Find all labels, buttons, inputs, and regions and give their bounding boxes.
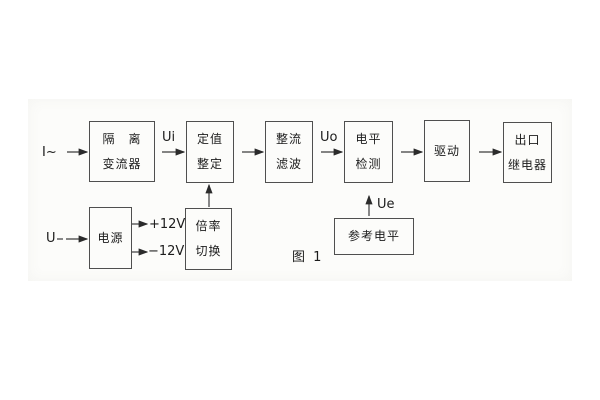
block-label: 检测	[355, 157, 382, 171]
input-current-label: I~	[42, 145, 57, 160]
block-power-supply: 电源	[89, 207, 132, 269]
block-output-relay: 出口 继电器	[503, 122, 552, 183]
block-label: 滤波	[275, 157, 302, 171]
block-label: 倍率	[195, 219, 222, 233]
block-label: 参考电平	[347, 229, 400, 243]
block-drive: 驱动	[424, 120, 470, 182]
block-reference-level: 参考电平	[334, 218, 414, 255]
block-ratio-switch: 倍率 切换	[185, 208, 232, 270]
block-label: 整定	[196, 157, 223, 171]
input-voltage-label: U	[46, 231, 56, 246]
supply-pos12v-label: +12V	[149, 217, 186, 232]
block-isolation-converter: 隔 离 变流器	[89, 121, 155, 182]
block-label: 继电器	[507, 157, 547, 172]
block-label: 变流器	[102, 156, 142, 171]
block-rectifier-filter: 整流 滤波	[265, 121, 313, 183]
supply-neg12v-label: −12V	[148, 244, 185, 259]
block-label: 隔 离	[102, 131, 142, 146]
block-level-detect: 电平 检测	[344, 121, 393, 183]
block-label: 定值	[196, 132, 223, 146]
signal-ue-label: Ue	[377, 197, 395, 212]
block-label: 电源	[97, 230, 124, 245]
block-setting-adjust: 定值 整定	[186, 121, 234, 183]
signal-ui-label: Ui	[162, 130, 176, 145]
block-label: 出口	[514, 132, 541, 147]
signal-uo-label: Uo	[320, 130, 338, 145]
photo-background	[28, 99, 572, 281]
block-label: 切换	[195, 244, 222, 258]
block-label: 整流	[275, 132, 302, 146]
block-label: 驱动	[433, 143, 460, 158]
block-label: 电平	[355, 132, 382, 146]
figure-caption: 图 1	[292, 250, 324, 265]
